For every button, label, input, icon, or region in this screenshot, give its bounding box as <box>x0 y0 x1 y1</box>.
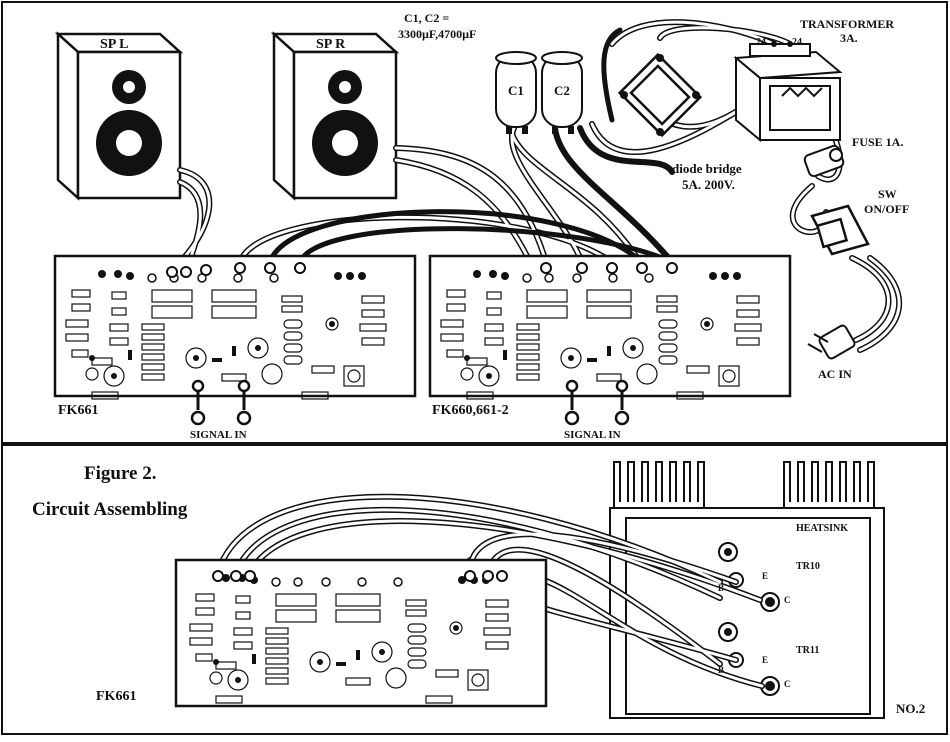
capacitor-c1-label: C1 <box>508 83 524 98</box>
tr11-base-label: B <box>718 665 725 675</box>
signal-in-right-label: SIGNAL IN <box>564 429 621 441</box>
capacitor-c2-label: C2 <box>554 83 570 98</box>
transformer-label: TRANSFORMER <box>800 17 895 31</box>
tr10-collector-label: C <box>784 595 791 605</box>
heatsink-label: HEATSINK <box>796 523 849 534</box>
capacitor-spec-line2: 3300µF,4700µF <box>398 27 477 41</box>
tr11-emitter-label: E <box>762 655 769 665</box>
figure-subtitle: Circuit Assembling <box>32 499 188 520</box>
board-left-label: FK661 <box>58 403 99 418</box>
signal-in-left-label: SIGNAL IN <box>190 429 247 441</box>
switch-state-label: ON/OFF <box>864 202 910 216</box>
transformer-rating: 3A. <box>840 31 858 45</box>
page-number: NO.2 <box>896 701 926 716</box>
transformer-tap-left: 24 <box>756 37 766 48</box>
tr10-emitter-label: E <box>762 571 769 581</box>
speaker-right-label: SP R <box>316 37 346 52</box>
capacitor-spec-line1: C1, C2 = <box>404 11 450 25</box>
tr10-base-label: B <box>718 583 725 593</box>
tr11-collector-label: C <box>784 679 791 689</box>
figure-title: Figure 2. <box>84 463 157 484</box>
ac-in-label: AC IN <box>818 367 852 381</box>
tr10-label: TR10 <box>796 561 820 572</box>
switch-label: SW <box>878 187 897 201</box>
diode-bridge-rating: 5A. 200V. <box>682 177 735 192</box>
diode-bridge-label: diode bridge <box>672 161 742 176</box>
fuse-label: FUSE 1A. <box>852 135 904 149</box>
board-right-label: FK660,661-2 <box>432 403 509 418</box>
tr11-label: TR11 <box>796 645 820 656</box>
transformer-tap-right: 24 <box>792 37 802 48</box>
board-bottom-label: FK661 <box>96 689 137 704</box>
speaker-left-label: SP L <box>100 37 129 52</box>
